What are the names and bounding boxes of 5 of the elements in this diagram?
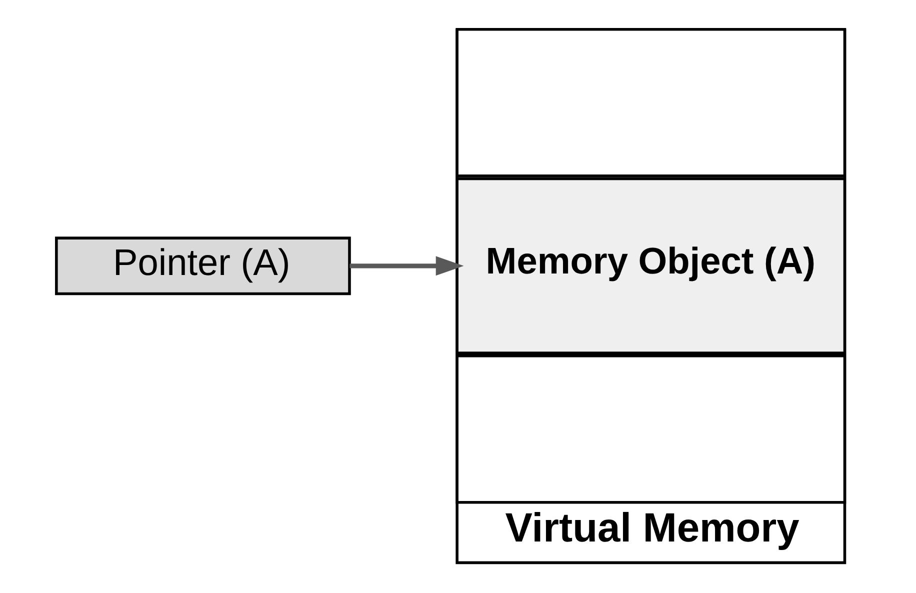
arrow — [350, 256, 464, 276]
node-box — [456, 28, 846, 178]
node-box: Memory Object (A) — [456, 177, 846, 354]
node-box — [456, 354, 846, 504]
node-box: Pointer (A) — [55, 236, 351, 296]
